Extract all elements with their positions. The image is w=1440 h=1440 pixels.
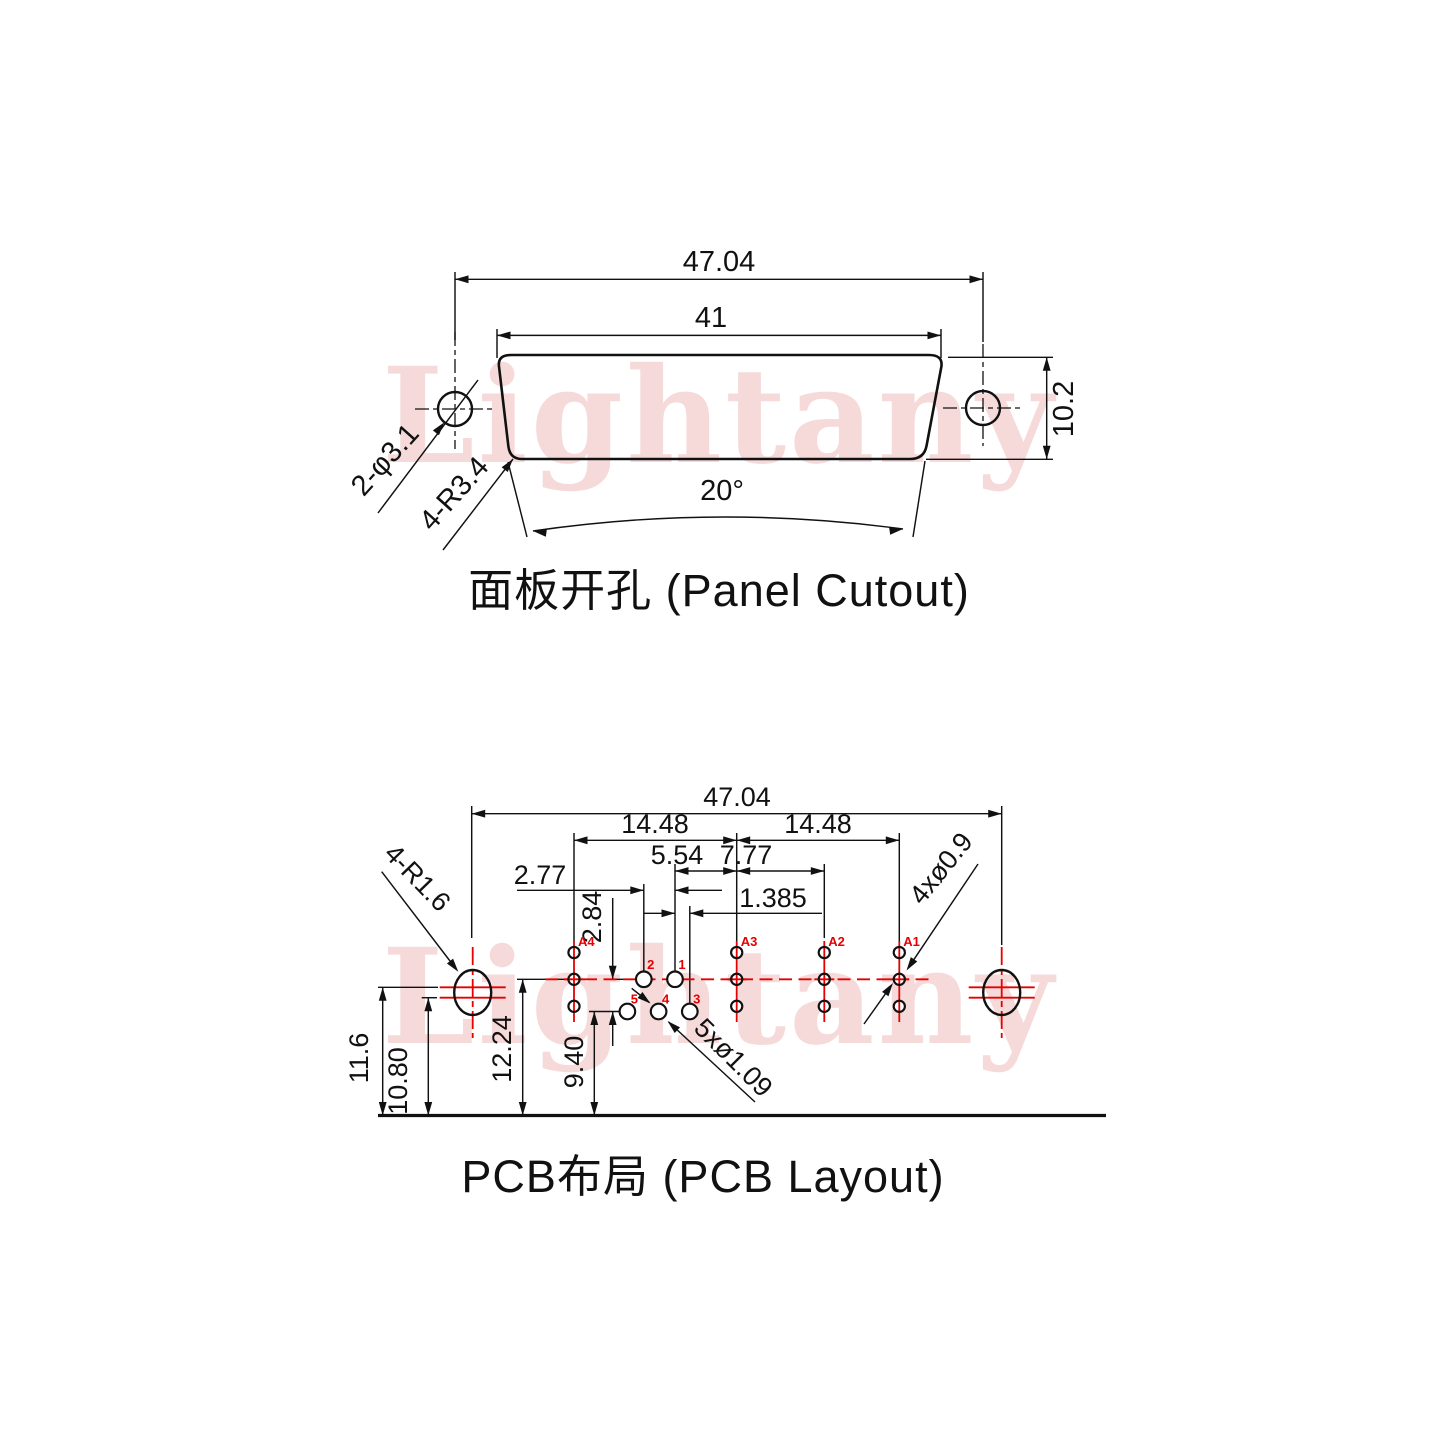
panel-dim-side-angle: 20° <box>700 475 744 507</box>
pcb-extension-lines <box>378 806 1003 1013</box>
right-mounting-hole <box>964 389 1002 427</box>
left-slot <box>453 968 493 1017</box>
coax-label-a2: A2 <box>828 934 845 949</box>
pcb-dim-overall-width: 47.04 <box>703 782 771 812</box>
pcb-dim-coax-span-right: 14.48 <box>784 809 852 839</box>
pcb-dim-edge-to-center-row: 12.24 <box>487 1015 517 1083</box>
coax-label-a4: A4 <box>578 934 595 949</box>
panel-mounting-holes <box>415 332 1023 449</box>
pin-label-2: 2 <box>647 957 654 972</box>
pcb-label-slot-radius: 4-R1.6 <box>379 838 457 917</box>
watermark: Lightany Lightany <box>382 339 1054 1075</box>
pin-label-4: 4 <box>662 992 670 1007</box>
pcb-dim-edge-to-lower-row: 9.40 <box>559 1036 589 1089</box>
pcb-layout-title: PCB布局 (PCB Layout) <box>461 1151 944 1202</box>
left-mounting-hole <box>436 390 474 428</box>
pin-label-3: 3 <box>693 992 700 1007</box>
pcb-dim-pin-pitch: 2.77 <box>514 860 567 890</box>
panel-leaders <box>377 379 517 551</box>
panel-dim-opening-width: 41 <box>695 302 727 334</box>
panel-dimension-lines <box>455 275 1051 460</box>
pcb-dim-edge-to-slot-lower: 10.80 <box>383 1047 413 1115</box>
panel-angle-indication <box>507 460 926 538</box>
pcb-dim-row-spacing: 2.84 <box>577 891 607 944</box>
panel-cutout-title: 面板开孔 (Panel Cutout) <box>468 565 970 616</box>
coax-label-a1: A1 <box>903 934 920 949</box>
pin-label-5: 5 <box>631 992 638 1007</box>
panel-dim-overall-width: 47.04 <box>683 246 756 278</box>
pcb-dim-coax-span-left: 14.48 <box>621 809 689 839</box>
pcb-dim-center-to-a2: 7.77 <box>720 840 773 870</box>
pcb-dimension-lines <box>378 809 1002 1116</box>
pcb-dim-row-offset: 1.385 <box>739 883 807 913</box>
pcb-dim-pin-to-center: 5.54 <box>651 840 704 870</box>
pcb-hole-rings <box>567 945 906 1021</box>
pcb-red-centerlines <box>439 947 1035 1038</box>
pin-label-1: 1 <box>678 957 685 972</box>
panel-dim-opening-height: 10.2 <box>1048 381 1080 437</box>
coax-label-a3: A3 <box>741 934 758 949</box>
panel-extension-lines <box>454 272 1053 461</box>
pcb-leaders <box>381 863 979 1103</box>
pcb-dim-edge-to-slot-upper: 11.6 <box>344 1033 374 1084</box>
dsub-cutout-outline <box>497 353 943 461</box>
pcb-label-coax-holes: 4xø0.9 <box>903 827 978 910</box>
right-slot <box>982 968 1022 1017</box>
pcb-mounting-slots <box>453 968 1022 1017</box>
